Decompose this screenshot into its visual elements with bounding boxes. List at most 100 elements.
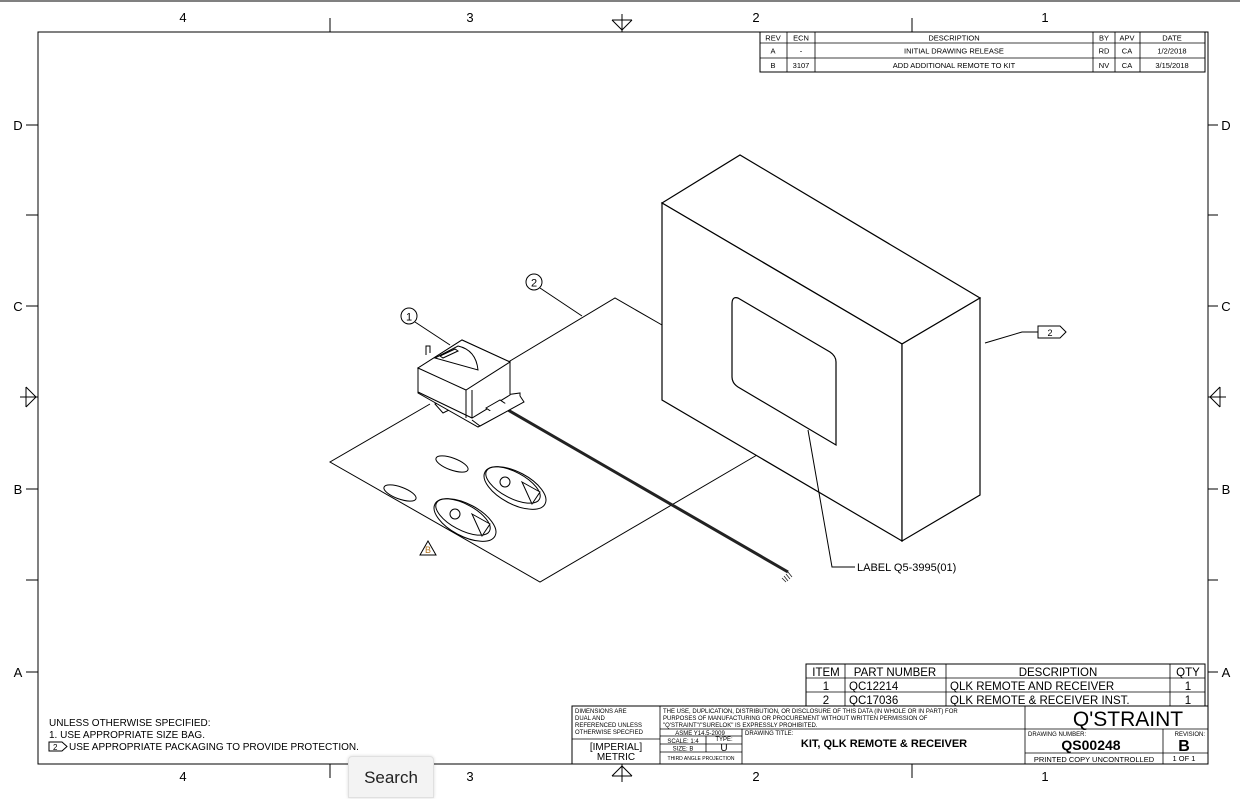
label-area xyxy=(731,297,837,447)
svg-text:NV: NV xyxy=(1099,61,1109,70)
zone-column-labels: 4 3 2 1 4 3 2 1 xyxy=(179,10,1048,784)
zone-label: D xyxy=(13,118,22,133)
description-header: DESCRIPTION xyxy=(928,34,979,43)
revision-row: B 3107 ADD ADDITIONAL REMOTE TO KIT NV C… xyxy=(770,61,1188,70)
svg-text:1. USE APPROPRIATE SIZE BAG.: 1. USE APPROPRIATE SIZE BAG. xyxy=(49,730,205,741)
svg-text:METRIC: METRIC xyxy=(597,752,635,763)
balloon-item-1: 1 xyxy=(400,307,451,346)
svg-text:SIZE: B: SIZE: B xyxy=(673,747,694,753)
zone-label: C xyxy=(1221,299,1230,314)
remote-fob xyxy=(435,455,547,510)
revision-row: A - INITIAL DRAWING RELEASE RD CA 1/2/20… xyxy=(770,47,1186,56)
zone-label: 1 xyxy=(1041,10,1048,25)
svg-text:1: 1 xyxy=(1185,695,1191,707)
svg-text:USE APPROPRIATE PACKAGING TO P: USE APPROPRIATE PACKAGING TO PROVIDE PRO… xyxy=(69,742,359,753)
svg-text:U: U xyxy=(720,743,727,754)
note-flag-2: 2 xyxy=(984,325,1067,344)
svg-text:THIRD ANGLE PROJECTION: THIRD ANGLE PROJECTION xyxy=(668,756,735,762)
svg-text:DRAWING NUMBER:: DRAWING NUMBER: xyxy=(1028,732,1086,738)
svg-text:THE USE, DUPLICATION, DISTRIBU: THE USE, DUPLICATION, DISTRIBUTION, OR D… xyxy=(663,709,958,715)
zone-label: 2 xyxy=(752,10,759,25)
svg-text:2: 2 xyxy=(1047,328,1052,338)
svg-text:2: 2 xyxy=(53,743,58,752)
receiver-cable xyxy=(507,408,793,583)
general-notes: UNLESS OTHERWISE SPECIFIED: 1. USE APPRO… xyxy=(48,718,359,753)
label-callout: LABEL Q5-3995(01) xyxy=(807,429,956,574)
svg-text:A: A xyxy=(770,47,775,56)
svg-text:PRINTED COPY UNCONTROLLED: PRINTED COPY UNCONTROLLED xyxy=(1034,755,1155,764)
zone-label: 2 xyxy=(752,769,759,784)
taskbar-search-button[interactable]: Search xyxy=(348,756,434,798)
svg-text:SCALE: 1:4: SCALE: 1:4 xyxy=(667,739,699,745)
zone-label: 3 xyxy=(466,769,473,784)
svg-text:QC17036: QC17036 xyxy=(849,695,898,707)
svg-text:QLK REMOTE AND RECEIVER: QLK REMOTE AND RECEIVER xyxy=(950,681,1114,693)
bag-outline xyxy=(328,297,758,583)
svg-text:DIMENSIONS ARE: DIMENSIONS ARE xyxy=(575,709,627,715)
bill-of-materials: ITEM PART NUMBER DESCRIPTION QTY 1 QC122… xyxy=(805,663,1206,707)
packaging-box xyxy=(660,154,982,543)
revision-value: B xyxy=(1178,738,1190,755)
zone-label: A xyxy=(14,665,23,680)
svg-text:QTY: QTY xyxy=(1176,667,1200,679)
rev-header: REV xyxy=(765,34,780,43)
zone-label: B xyxy=(14,482,23,497)
title-block: DIMENSIONS ARE DUAL AND REFERENCED UNLES… xyxy=(571,705,1209,765)
svg-text:REFERENCED UNLESS: REFERENCED UNLESS xyxy=(575,723,642,729)
svg-text:1: 1 xyxy=(1185,681,1191,693)
drawing-border xyxy=(37,31,1209,765)
svg-text:DUAL AND: DUAL AND xyxy=(575,716,605,722)
svg-text:LABEL Q5-3995(01): LABEL Q5-3995(01) xyxy=(857,562,956,574)
svg-text:REVISION:: REVISION: xyxy=(1175,732,1206,738)
svg-text:RD: RD xyxy=(1099,47,1110,56)
svg-text:ITEM: ITEM xyxy=(812,667,839,679)
remote-fob xyxy=(383,484,497,542)
svg-text:PURPOSES OF MANUFACTURING OR P: PURPOSES OF MANUFACTURING OR PROCUREMENT… xyxy=(663,716,928,722)
svg-text:PART NUMBER: PART NUMBER xyxy=(854,667,936,679)
zone-label: 4 xyxy=(179,10,186,25)
bom-row: 1 QC12214 QLK REMOTE AND RECEIVER 1 xyxy=(823,681,1191,693)
zone-label: 1 xyxy=(1041,769,1048,784)
svg-text:1: 1 xyxy=(823,681,829,693)
svg-text:1/2/2018: 1/2/2018 xyxy=(1157,47,1186,56)
svg-text:QC12214: QC12214 xyxy=(849,681,899,693)
svg-text:B: B xyxy=(770,61,775,70)
svg-text:CA: CA xyxy=(1122,47,1132,56)
svg-text:DRAWING TITLE:: DRAWING TITLE: xyxy=(745,731,794,737)
zone-ticks xyxy=(20,14,1226,782)
svg-text:UNLESS OTHERWISE SPECIFIED:: UNLESS OTHERWISE SPECIFIED: xyxy=(49,718,211,729)
svg-text:3107: 3107 xyxy=(793,61,810,70)
zone-label: 4 xyxy=(179,769,186,784)
svg-text:3/15/2018: 3/15/2018 xyxy=(1155,61,1188,70)
svg-text:CA: CA xyxy=(1122,61,1132,70)
zone-label: B xyxy=(1222,482,1231,497)
zone-label: D xyxy=(1221,118,1230,133)
zone-row-labels: D C B A D C B A xyxy=(13,118,1230,680)
svg-text:[IMPERIAL]: [IMPERIAL] xyxy=(590,742,642,753)
date-header: DATE xyxy=(1162,34,1181,43)
svg-text:INITIAL DRAWING RELEASE: INITIAL DRAWING RELEASE xyxy=(904,47,1004,56)
svg-text:2: 2 xyxy=(531,278,537,290)
bom-row: 2 QC17036 QLK REMOTE & RECEIVER INST. 1 xyxy=(823,695,1191,707)
svg-text:ADD ADDITIONAL REMOTE TO KIT: ADD ADDITIONAL REMOTE TO KIT xyxy=(893,61,1016,70)
svg-text:ASME Y14.5-2009: ASME Y14.5-2009 xyxy=(675,731,725,737)
drawing-title: KIT, QLK REMOTE & RECEIVER xyxy=(801,738,967,750)
sheet-number: 1 OF 1 xyxy=(1173,754,1196,763)
svg-text:QLK REMOTE & RECEIVER INST.: QLK REMOTE & RECEIVER INST. xyxy=(950,695,1130,707)
revision-triangle-b: B xyxy=(419,539,437,556)
zone-label: C xyxy=(13,299,22,314)
by-header: BY xyxy=(1099,34,1109,43)
company-name: Q'STRAINT xyxy=(1073,708,1183,731)
svg-text:2: 2 xyxy=(823,695,829,707)
svg-text:B: B xyxy=(425,545,431,555)
ecn-header: ECN xyxy=(793,34,809,43)
zone-label: A xyxy=(1222,665,1231,680)
receiver xyxy=(416,339,525,428)
drawing-number: QS00248 xyxy=(1061,737,1120,753)
svg-text:-: - xyxy=(800,47,803,56)
svg-text:DESCRIPTION: DESCRIPTION xyxy=(1019,667,1098,679)
balloon-item-2: 2 xyxy=(525,273,583,317)
zone-label: 3 xyxy=(466,10,473,25)
apv-header: APV xyxy=(1119,34,1134,43)
